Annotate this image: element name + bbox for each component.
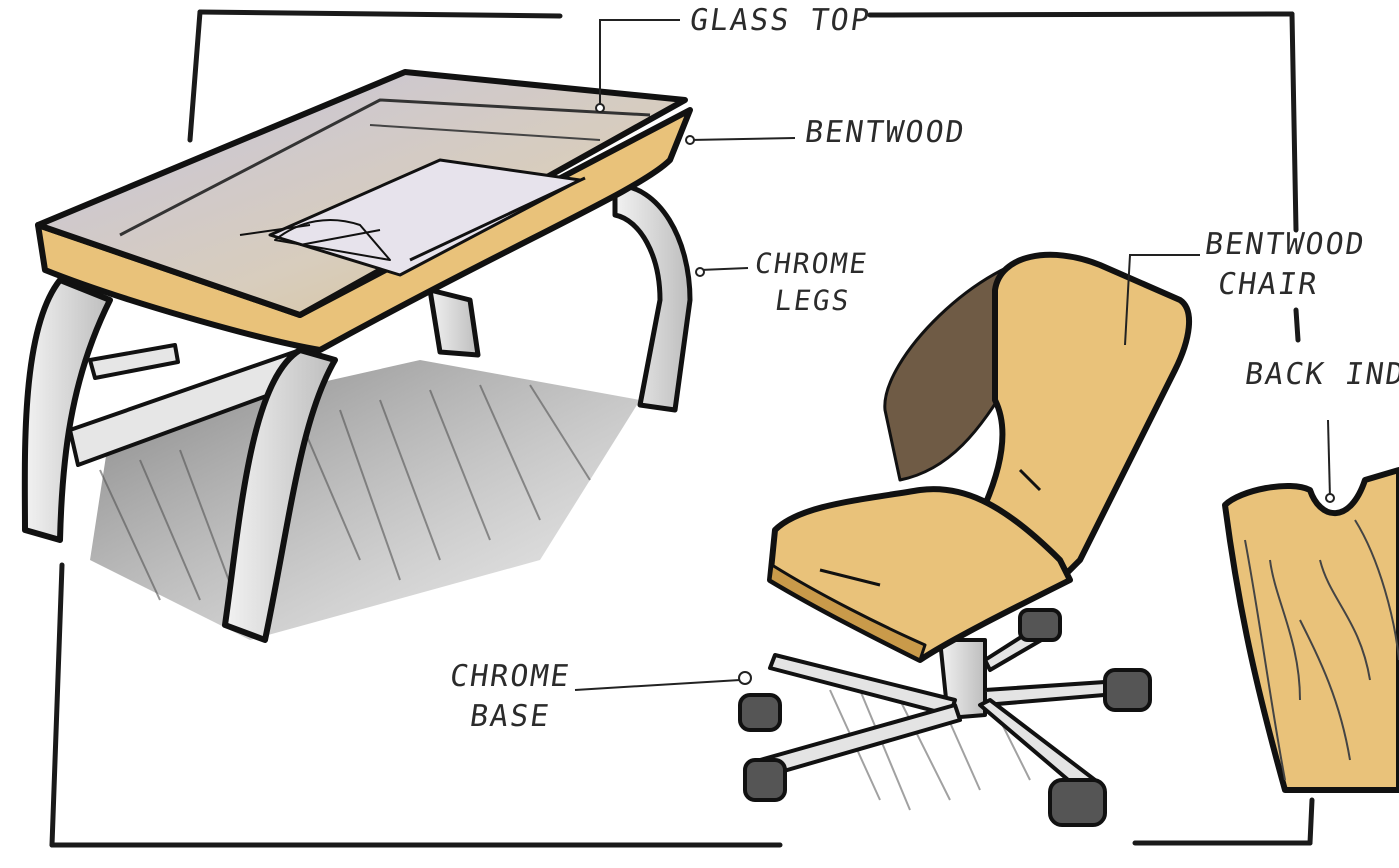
label-chrome-legs-1: CHROME xyxy=(752,247,871,280)
frame-lines xyxy=(49,9,1315,848)
desk xyxy=(21,69,693,643)
label-chrome-base-2: BASE xyxy=(467,699,553,734)
label-bentwood-chair-1: BENTWOOD xyxy=(1202,227,1369,262)
label-bentwood: BENTWOOD xyxy=(802,115,969,150)
leader-lines xyxy=(574,19,1335,691)
chair-base xyxy=(738,608,1152,827)
label-bentwood-chair-2: CHAIR xyxy=(1215,267,1321,302)
label-glass-top: GLASS TOP xyxy=(687,3,874,38)
label-chrome-base-1: CHROME xyxy=(447,659,573,694)
back-indent-detail xyxy=(1222,467,1399,793)
label-back-indent: BACK INDEN xyxy=(1242,357,1399,392)
bentwood-chair xyxy=(767,251,1193,663)
label-chrome-legs-2: LEGS xyxy=(772,284,853,317)
